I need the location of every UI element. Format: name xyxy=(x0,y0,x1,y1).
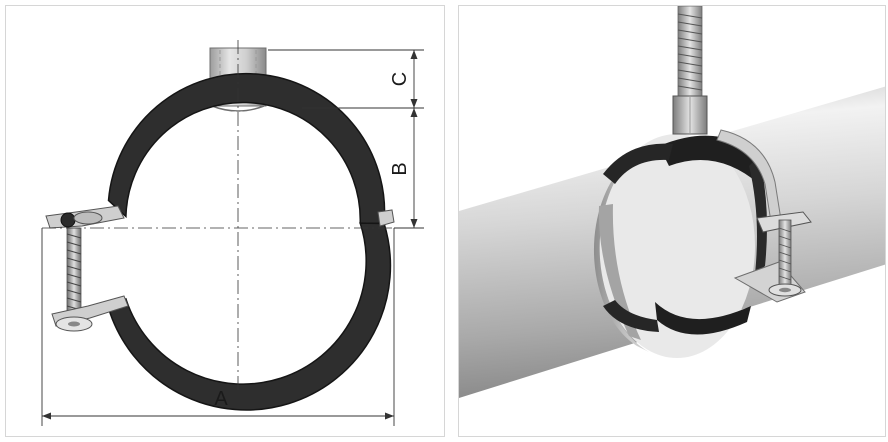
dimension-label-c: C xyxy=(389,72,411,86)
clamp-liner-ring xyxy=(107,72,392,411)
pipe-rendering-svg xyxy=(459,6,885,398)
dimension-label-b: B xyxy=(389,162,411,175)
clamp-tightening-screw xyxy=(756,211,812,297)
liner-upper-half xyxy=(107,72,386,225)
clamp-drawing-svg: C B A xyxy=(41,40,424,426)
threaded-rod xyxy=(672,6,708,135)
dimension-label-a: A xyxy=(214,388,228,410)
dimension-arrowheads xyxy=(42,50,418,420)
liner-lower-half xyxy=(107,222,392,411)
clamp-installed-rendering xyxy=(458,5,886,437)
clamp-liner-ring xyxy=(603,135,767,335)
center-lines xyxy=(42,40,402,391)
dimension-lines xyxy=(41,49,424,426)
clamp-technical-drawing: C B A xyxy=(5,5,445,437)
clamp-fastener-screw xyxy=(45,205,395,332)
